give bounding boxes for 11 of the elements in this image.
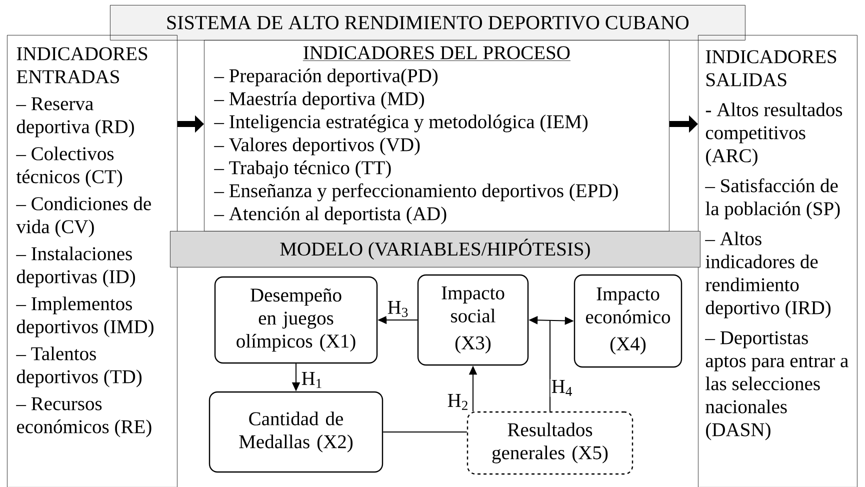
rounded-box: Impacto económico (X4) <box>574 274 682 368</box>
rounded-box: Impacto social (X3) <box>417 274 529 366</box>
model-band: MODELO (VARIABLES/HIPÓTESIS) <box>170 231 700 268</box>
rounded-box: Cantidad de Medallas (X2) <box>208 391 384 473</box>
dashed-box: Resultados generales (X5) <box>466 411 634 475</box>
edge-label: H$_{4}$ <box>550 379 574 397</box>
edge-label: H$_{3}$ <box>386 300 410 318</box>
rounded-box: Desempeño en juegos olímpicos (X1) <box>214 276 378 364</box>
edge-label: H$_{2}$ <box>446 393 470 411</box>
title-box: SISTEMA DE ALTO RENDIMIENTO DEPORTIVO CUBANO <box>110 5 746 40</box>
edge-label: H$_{1}$ <box>300 371 324 389</box>
